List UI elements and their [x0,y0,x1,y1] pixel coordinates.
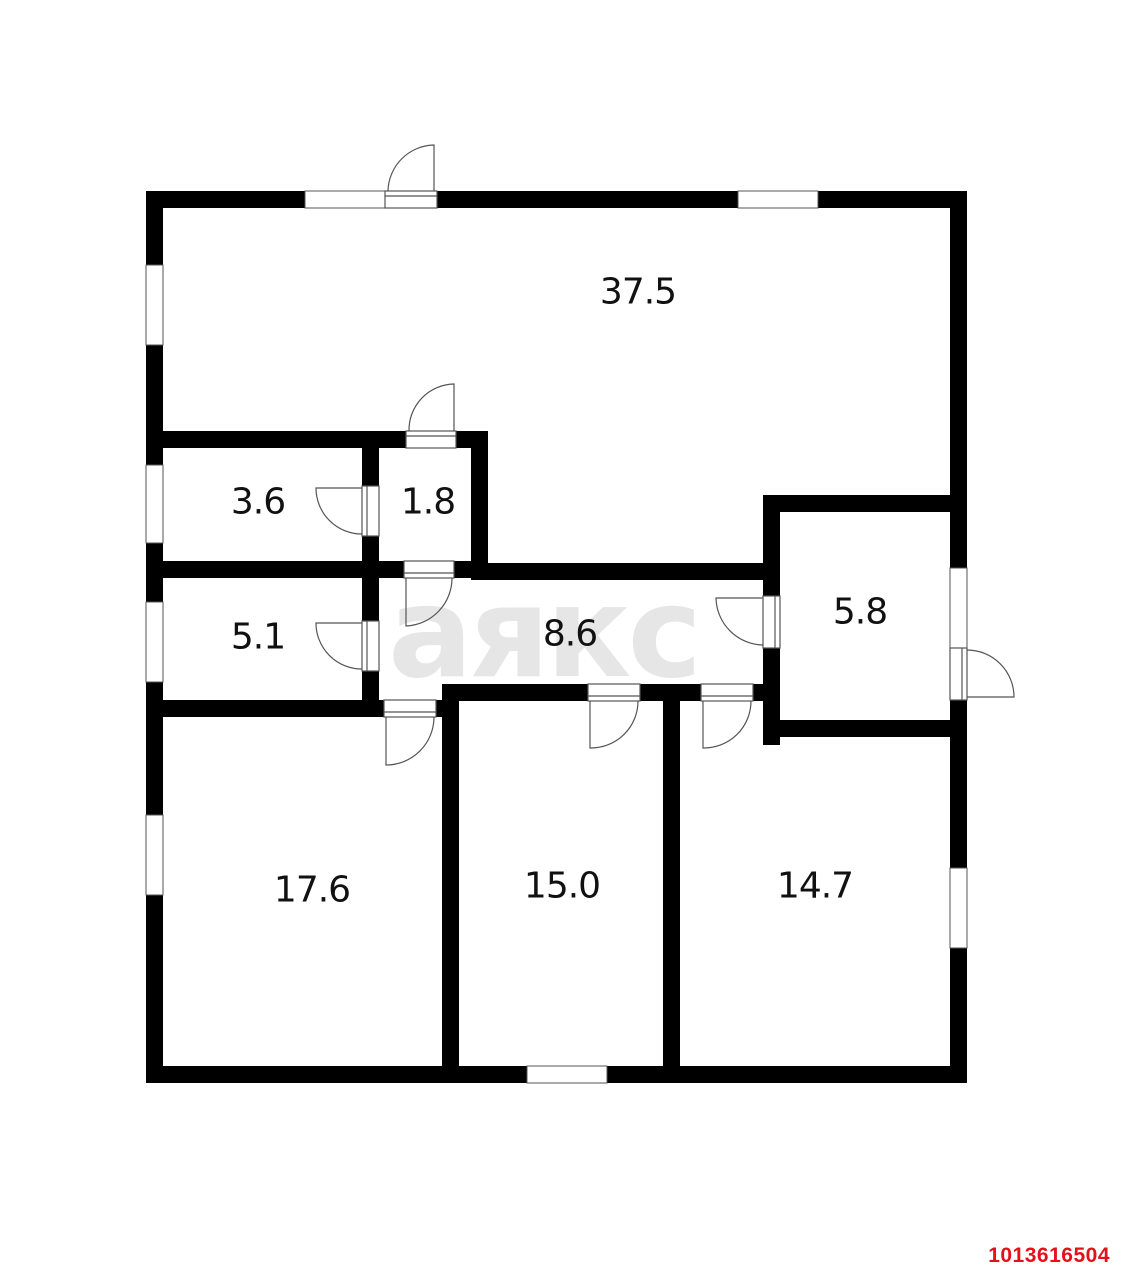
window [145,601,164,683]
room-area-storage-b: 5.1 [230,616,286,658]
room-area-bedroom-2: 15.0 [523,865,601,907]
room-area-bedroom-1: 17.6 [273,869,351,911]
doors [315,144,1015,766]
window [526,1065,608,1084]
windows [145,190,968,1084]
brand-watermark: аякс [388,559,702,706]
window [949,867,968,949]
window [145,464,164,544]
listing-id: 1013616504 [988,1244,1110,1267]
room-area-vestibule: 5.8 [832,591,888,633]
room-area-hall: 8.6 [542,613,598,655]
window [145,264,164,346]
room-area-wc: 1.8 [400,481,456,523]
window [304,190,386,209]
window [737,190,819,209]
window [145,814,164,896]
room-area-storage-a: 3.6 [230,481,286,523]
room-area-living: 37.5 [599,271,677,313]
room-area-bedroom-3: 14.7 [776,865,854,907]
window [949,567,968,649]
